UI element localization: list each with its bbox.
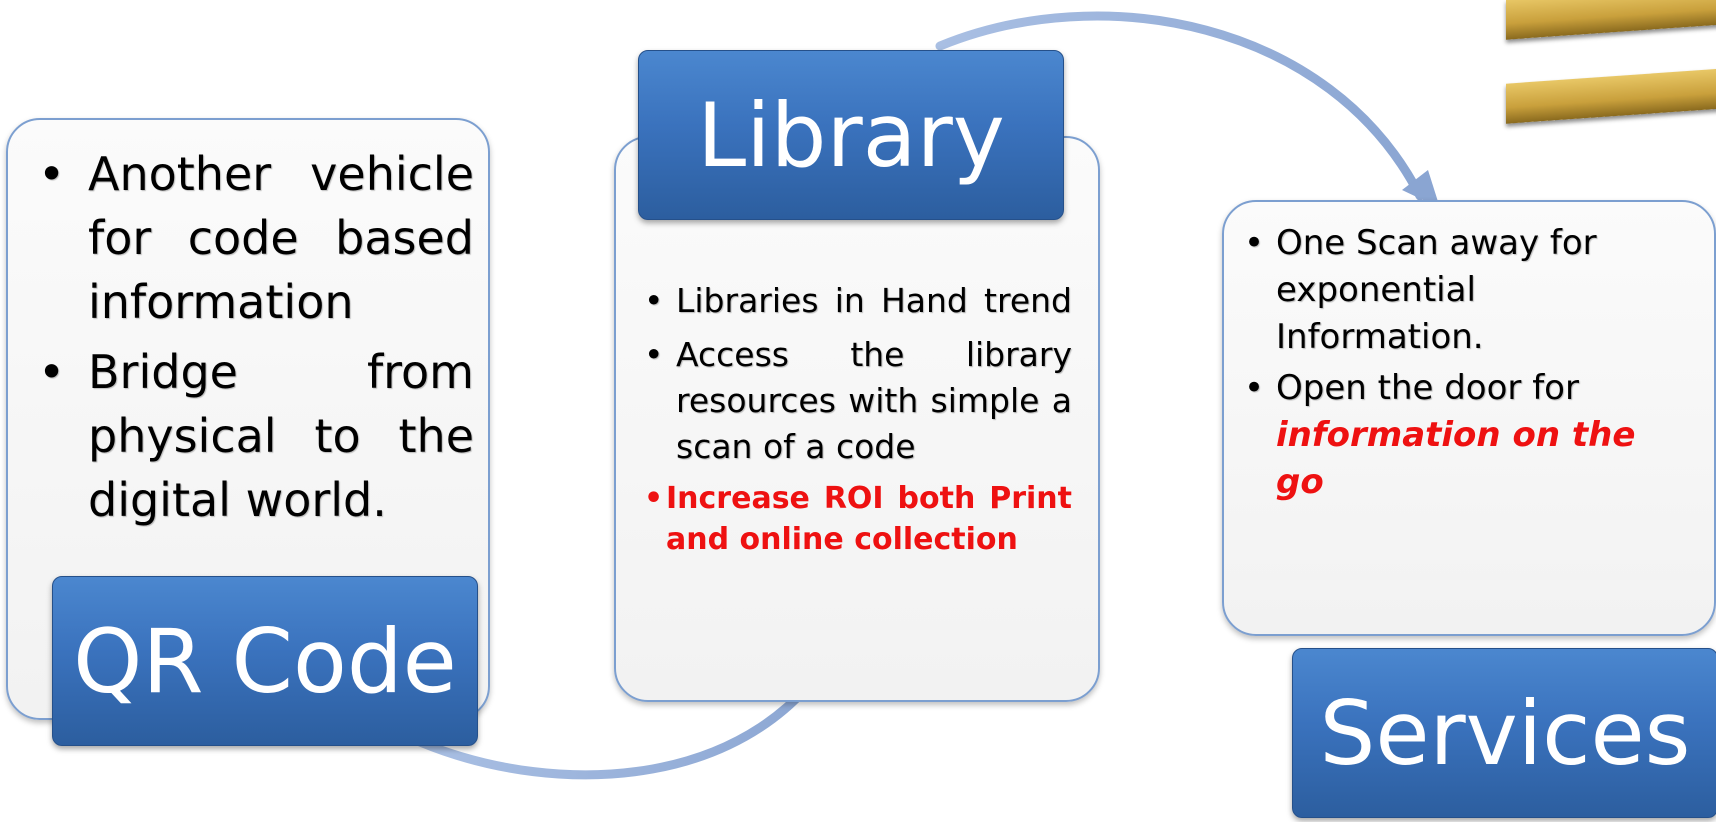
services-highlight: information on the go xyxy=(1276,415,1636,502)
services-bullet-1: One Scan away for exponential Informatio… xyxy=(1244,220,1694,361)
library-label: Library xyxy=(638,50,1064,220)
library-bullet-1: Libraries in Hand trend xyxy=(644,278,1072,324)
services-bullets: One Scan away for exponential Informatio… xyxy=(1244,220,1694,510)
library-card: Libraries in Hand trend Access the libra… xyxy=(614,136,1100,702)
qr-bullet-2: Bridge from physical to the digital worl… xyxy=(38,340,474,532)
arrow-head-services xyxy=(1402,170,1440,208)
library-bullets: Libraries in Hand trend Access the libra… xyxy=(644,278,1072,568)
library-bullet-2: Access the library resources with simple… xyxy=(644,332,1072,470)
services-bullet-2-text: Open the door for xyxy=(1276,368,1579,408)
qr-code-bullets: Another vehicle for code based informati… xyxy=(38,142,474,538)
arrow-library-to-services xyxy=(935,11,1425,201)
services-label: Services xyxy=(1292,648,1716,818)
services-card: One Scan away for exponential Informatio… xyxy=(1222,200,1716,636)
qr-bullet-1: Another vehicle for code based informati… xyxy=(38,142,474,334)
library-bullet-3: Increase ROI both Print and online colle… xyxy=(644,478,1072,560)
services-bullet-2: Open the door for information on the go xyxy=(1244,365,1694,506)
gold-bars-decoration xyxy=(1484,0,1716,150)
qr-code-label: QR Code xyxy=(52,576,478,746)
